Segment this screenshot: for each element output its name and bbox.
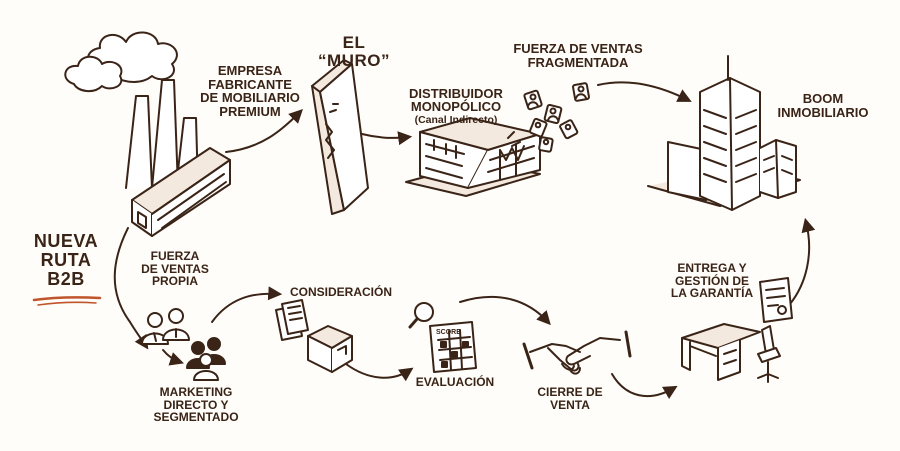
arrow-delivery-to-boom	[789, 217, 816, 305]
arrow-handshake-to-desk	[611, 373, 678, 399]
scorecard-label: SCORE	[436, 329, 461, 336]
closing-label: CIERRE DE VENTA	[537, 385, 603, 412]
boom-label: BOOM INMOBILIARIO	[777, 91, 869, 120]
consideration-label: CONSIDERACIÓN	[289, 285, 392, 299]
new-route-label: NUEVA RUTA B2B	[33, 231, 99, 289]
wall-label: EL “MURO”	[318, 33, 390, 70]
arrow-sales-to-marketing	[162, 349, 184, 366]
own-sales-label: FUERZA DE VENTAS PROPIA	[141, 249, 209, 289]
arrow-people-to-boom	[597, 81, 692, 102]
documents-icon	[275, 299, 309, 341]
distributor-building-icon	[405, 117, 541, 197]
arrow-wall-to-distributor	[361, 131, 413, 146]
factory-icon	[64, 31, 231, 237]
wall-icon	[311, 59, 369, 215]
skyscrapers-icon	[647, 55, 801, 211]
delivery-label: ENTREGA Y GESTIÓN DE LA GARANTÍA	[670, 261, 754, 301]
handshake-icon	[522, 330, 632, 375]
box-icon	[307, 325, 353, 373]
distributor-subtitle: (Canal Indirecto)	[414, 113, 498, 126]
scorecard-icon	[429, 321, 477, 373]
distributor-label: DISTRIBUIDOR MONOPÓLICO (Canal Indirecto…	[396, 73, 516, 140]
new-route-underline	[32, 296, 102, 302]
arrow-factory-to-own-sales	[113, 227, 149, 350]
group-icon	[186, 337, 226, 381]
fragmented-sales-label: FUERZA DE VENTAS FRAGMENTADA	[513, 41, 643, 70]
magnifier-icon	[408, 302, 434, 329]
desk-icon	[681, 323, 781, 383]
marketing-label: MARKETING DIRECTO Y SEGMENTADO	[153, 385, 239, 425]
arrow-marketing-to-consideration	[211, 286, 283, 323]
certificate-icon	[759, 277, 793, 323]
arrow-factory-to-wall	[225, 109, 303, 153]
arrow-box-to-evaluation	[345, 363, 414, 382]
arrow-score-to-handshake	[459, 295, 551, 326]
distributor-title: DISTRIBUIDOR MONOPÓLICO	[409, 85, 503, 115]
salespeople-icon	[141, 308, 190, 345]
manufacturer-label: EMPRESA FABRICANTE DE MOBILIARIO PREMIUM	[200, 63, 300, 119]
evaluation-label: EVALUACIÓN	[415, 375, 495, 389]
scattered-people-icon	[507, 82, 590, 153]
